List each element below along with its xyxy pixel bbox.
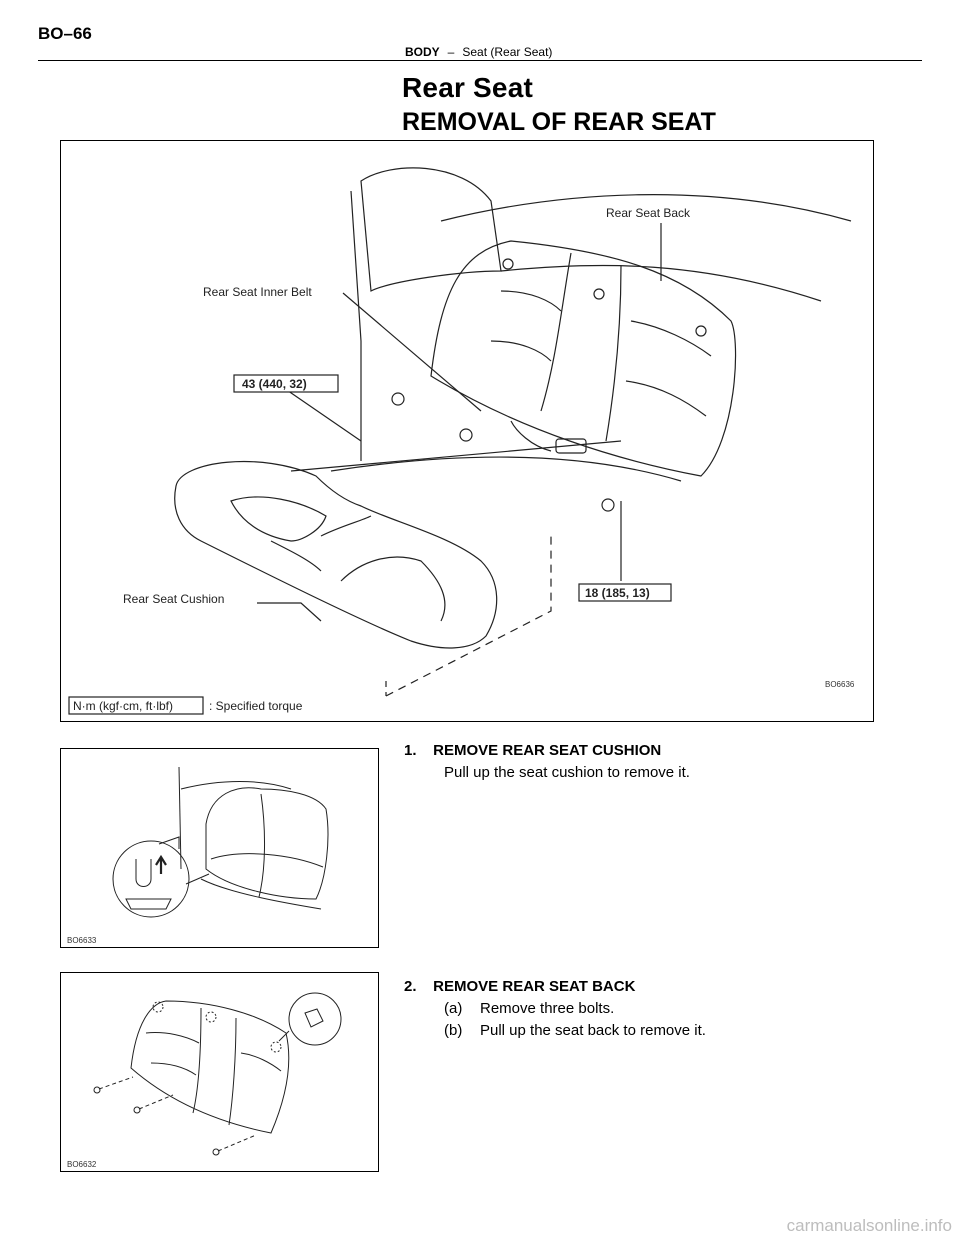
page-title: Rear Seat <box>402 72 533 103</box>
header-separator: – <box>447 45 455 59</box>
label-rear-seat-cushion: Rear Seat Cushion <box>123 592 224 606</box>
detail-callout <box>112 840 190 918</box>
section-heading: REMOVAL OF REAR SEAT <box>402 108 716 136</box>
cushion-removal-figure: BO6633 <box>60 748 379 948</box>
substep-tag: (a) <box>444 1000 463 1017</box>
step-2-heading: 2. REMOVE REAR SEAT BACK <box>404 978 636 995</box>
detail-callout <box>288 992 342 1046</box>
substep-tag: (b) <box>444 1022 463 1039</box>
rear-seat-removal-diagram: Rear Seat Back Rear Seat Inner Belt Rear… <box>60 140 874 722</box>
step-2a: (a) Remove three bolts. <box>404 998 706 1020</box>
page-number: BO–66 <box>38 24 92 43</box>
figure-code: BO6632 <box>67 1160 97 1169</box>
bolt-icon <box>217 1134 257 1152</box>
section-name: BODY <box>405 45 440 59</box>
torque-legend-text: : Specified torque <box>209 699 303 713</box>
substep-text: Remove three bolts. <box>480 1000 615 1017</box>
inner-belt-buckle <box>510 420 552 452</box>
seat-back-icon <box>130 1000 290 1134</box>
step-1-text: Pull up the seat cushion to remove it. <box>444 764 690 781</box>
torque-value-seat-back: 18 (185, 13) <box>585 586 650 600</box>
label-rear-seat-back: Rear Seat Back <box>606 206 691 220</box>
seat-back-removal-figure: BO6632 <box>60 972 379 1172</box>
side-window <box>360 167 502 292</box>
substep-text: Pull up the seat back to remove it. <box>480 1022 706 1039</box>
bolt-icon <box>601 498 615 512</box>
bolt-icon <box>138 1094 174 1110</box>
step-2b: (b) Pull up the seat back to remove it. <box>404 1020 706 1042</box>
bolt-icon <box>98 1076 134 1090</box>
header-rule <box>38 60 922 61</box>
torque-legend-units: N·m (kgf·cm, ft·lbf) <box>73 699 173 713</box>
watermark: carmanualsonline.info <box>786 1216 952 1235</box>
arrow-icon <box>158 836 180 849</box>
figure-code: BO6636 <box>825 680 855 689</box>
bolt-icon <box>391 392 405 406</box>
step-1: 1. REMOVE REAR SEAT CUSHION Pull up the … <box>404 740 690 784</box>
figure-code: BO6633 <box>67 936 97 945</box>
running-head: BODY–Seat (Rear Seat) <box>405 45 552 59</box>
torque-value-belt: 43 (440, 32) <box>242 377 307 391</box>
step-1-heading: 1. REMOVE REAR SEAT CUSHION <box>404 742 662 759</box>
rear-seat-icon <box>205 787 329 900</box>
rear-seat-cushion <box>174 460 498 649</box>
topic-name: Seat (Rear Seat) <box>462 45 553 59</box>
rear-seat-back <box>430 240 737 477</box>
bolt-icon <box>459 428 473 442</box>
label-inner-belt: Rear Seat Inner Belt <box>203 285 312 299</box>
step-2: 2. REMOVE REAR SEAT BACK (a) Remove three… <box>404 976 706 1042</box>
